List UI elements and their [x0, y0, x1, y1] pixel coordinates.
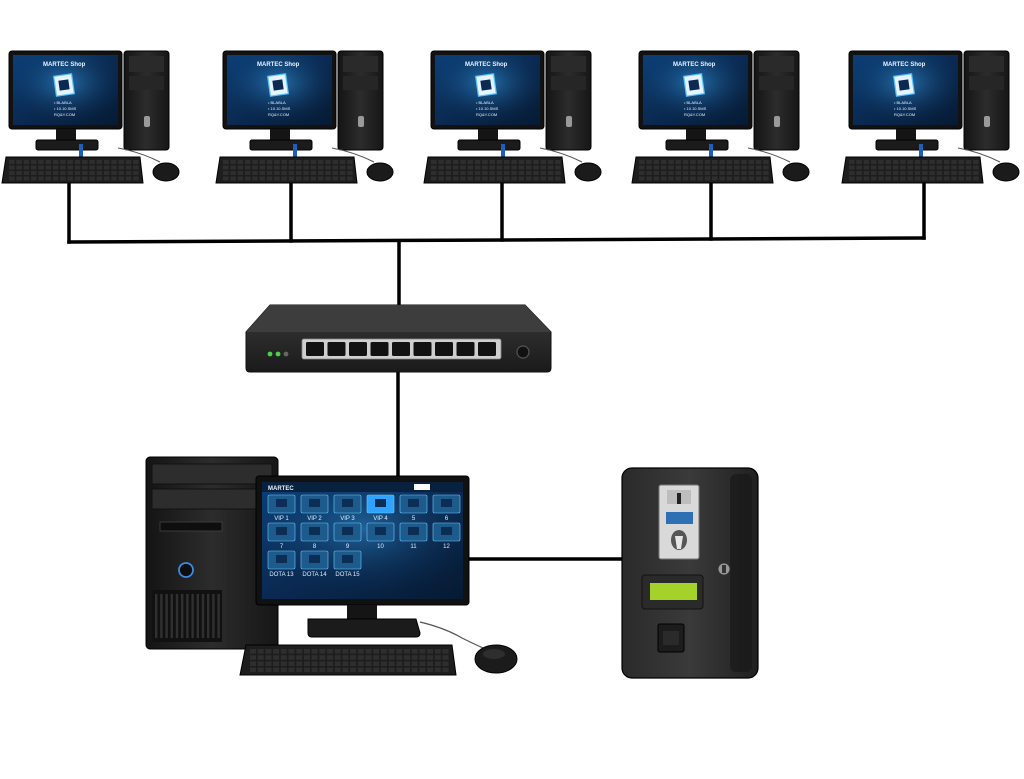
- switch-port: [456, 342, 475, 356]
- client-screen-line: • 10.10.SMS: [476, 106, 499, 111]
- client-screen-brand: MARTEC Shop: [43, 62, 86, 68]
- server-keyboard: [239, 644, 457, 676]
- client-tower-power-button: [144, 116, 150, 127]
- client-screen-line: • 10.10.SMS: [894, 106, 917, 111]
- client-mouse: [574, 162, 602, 182]
- session-tile-label: VIP 4: [373, 516, 388, 522]
- client-screen-line: RQ&Y.COM: [894, 112, 915, 117]
- coin-display: [650, 583, 697, 600]
- session-tile-label: DOTA 14: [302, 572, 327, 578]
- client-screen-line: RQ&Y.COM: [54, 112, 75, 117]
- client-screen-line: • 10.10.SMS: [268, 106, 291, 111]
- client-screen-brand: MARTEC Shop: [673, 62, 716, 68]
- client-tower-power-button: [566, 116, 572, 127]
- client-workstations: MARTEC Shop• BLABLA• 10.10.SMSRQ&Y.COMMA…: [1, 50, 1020, 184]
- switch-port: [327, 342, 346, 356]
- coin-slot: [677, 493, 681, 504]
- session-tile-label: VIP 2: [307, 516, 322, 522]
- session-tile-label: 5: [412, 516, 416, 522]
- switch-power-jack: [516, 345, 530, 359]
- server-optical-drive: [159, 521, 223, 532]
- client-tower: [963, 50, 1010, 151]
- cable-bus: [67, 236, 926, 244]
- switch-port: [478, 342, 496, 356]
- server-monitor: MARTEC VIP 1 VIP 2 VIP 3 VIP 4 5 6 7 8 9 10 11 12DO…: [255, 475, 470, 638]
- client-screen-brand: MARTEC Shop: [465, 62, 508, 68]
- client-mouse: [366, 162, 394, 182]
- client-screen-line: • BLABLA: [54, 100, 72, 105]
- switch-port: [370, 342, 389, 356]
- session-tile-label: VIP 1: [274, 516, 289, 522]
- client-screen-brand: MARTEC Shop: [883, 62, 926, 68]
- server-mouse-cable: [419, 621, 489, 651]
- session-tile-label: 11: [410, 544, 417, 550]
- server-power-button: [178, 562, 194, 578]
- session-tile-label: 10: [377, 544, 384, 550]
- switch-port: [435, 342, 453, 356]
- client-tower-power-button: [774, 116, 780, 127]
- session-tile-label: 12: [443, 544, 450, 550]
- client-tower: [123, 50, 170, 151]
- switch-top-face: [246, 305, 551, 332]
- client-screen-line: • BLABLA: [476, 100, 494, 105]
- client-screen-brand: MARTEC Shop: [257, 62, 300, 68]
- switch-port: [392, 342, 410, 356]
- coin-label-blue: [666, 512, 693, 524]
- session-tile-label: 9: [346, 544, 350, 550]
- server-screen-search-box: [414, 484, 430, 490]
- server-tower: [145, 456, 279, 650]
- client-tower: [753, 50, 800, 151]
- switch-port: [349, 342, 367, 356]
- client-mouse: [152, 162, 180, 182]
- session-tile-label: DOTA 15: [335, 572, 360, 578]
- switch-led-3: [283, 351, 289, 357]
- session-tile-label: 7: [280, 544, 284, 550]
- client-mouse: [782, 162, 810, 182]
- session-tile-label: DOTA 13: [269, 572, 294, 578]
- network-switch: [245, 304, 552, 373]
- client-screen-line: • BLABLA: [684, 100, 702, 105]
- client-screen-line: RQ&Y.COM: [476, 112, 497, 117]
- client-tower: [337, 50, 384, 151]
- coin-acceptor: [621, 467, 759, 679]
- switch-port: [413, 342, 432, 356]
- server-screen-brand: MARTEC: [268, 486, 294, 492]
- client-tower: [545, 50, 592, 151]
- client-mouse: [992, 162, 1020, 182]
- client-tower-power-button: [984, 116, 990, 127]
- network-cables: [67, 183, 926, 561]
- client-screen-line: • BLABLA: [894, 100, 912, 105]
- client-tower-power-button: [358, 116, 364, 127]
- server-workstation: MARTEC VIP 1 VIP 2 VIP 3 VIP 4 5 6 7 8 9 10 11 12DO…: [145, 456, 518, 676]
- client-screen-line: RQ&Y.COM: [684, 112, 705, 117]
- switch-ports: [306, 342, 496, 356]
- client-screen-line: • 10.10.SMS: [54, 106, 77, 111]
- switch-led-1: [267, 351, 273, 357]
- switch-port: [306, 342, 324, 356]
- client-screen-line: • BLABLA: [268, 100, 286, 105]
- switch-led-2: [275, 351, 281, 357]
- session-tile-label: 6: [445, 516, 449, 522]
- session-tile-label: 8: [313, 544, 317, 550]
- client-screen-line: RQ&Y.COM: [268, 112, 289, 117]
- client-screen-line: • 10.10.SMS: [684, 106, 707, 111]
- session-tile-label: VIP 3: [340, 516, 355, 522]
